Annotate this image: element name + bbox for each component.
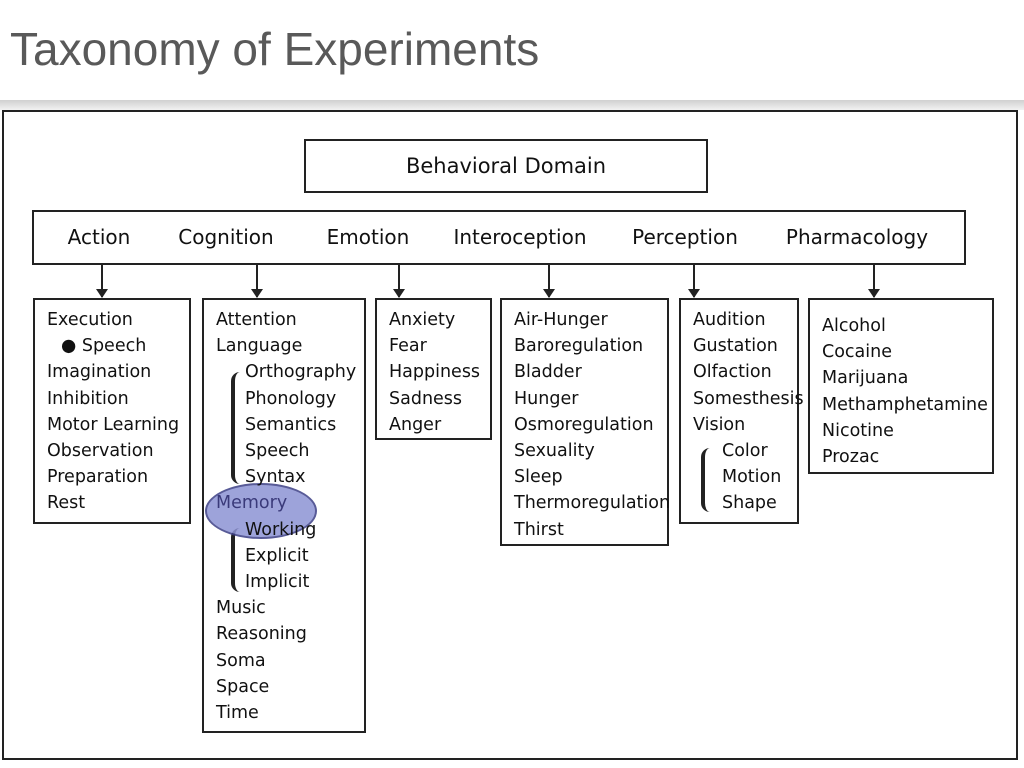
action-item: Execution	[47, 310, 133, 330]
category-bar	[32, 210, 966, 265]
cognition-item: Time	[216, 703, 259, 724]
perception-item: Gustation	[693, 336, 778, 357]
pharmacology-item: Nicotine	[822, 420, 894, 441]
perception-item: Olfaction	[693, 362, 772, 383]
pharmacology-item: Methamphetamine	[822, 394, 988, 415]
pharmacology-item: Marijuana	[822, 368, 909, 389]
cognition-subitem: Phonology	[245, 388, 337, 409]
action-item: Motor Learning	[47, 414, 180, 435]
memory-highlight	[205, 483, 317, 539]
root-node-behavioral-domain: Behavioral Domain	[304, 139, 708, 193]
perception-item: Somesthesis	[693, 388, 804, 409]
language-brace-icon	[231, 372, 244, 484]
emotion-item: Happiness	[389, 362, 481, 383]
arrow-perception	[688, 265, 700, 298]
cognition-item: Space	[216, 676, 270, 697]
cognition-subitem: Implicit	[245, 572, 310, 593]
pharmacology-item: Cocaine	[822, 342, 892, 363]
perception-subitem: Color	[722, 441, 768, 462]
action-item: Observation	[47, 441, 154, 462]
perception-subitem: Motion	[722, 467, 782, 488]
cognition-item: Music	[216, 598, 266, 619]
slide-title: Taxonomy of Experiments	[10, 23, 540, 75]
interoception-item: Thirst	[514, 519, 564, 540]
interoception-item: Thermoregulation	[514, 493, 671, 514]
category-pharmacology: Pharmacology	[785, 225, 929, 249]
perception-item: Audition	[693, 310, 766, 330]
action-item: Inhibition	[47, 388, 129, 409]
perception-subitem: Shape	[722, 493, 777, 514]
interoception-item: Osmoregulation	[514, 414, 654, 435]
interoception-item: Bladder	[514, 362, 582, 383]
cognition-item: Language	[216, 336, 303, 357]
pharmacology-box: Alcohol Cocaine Marijuana Methamphetamin…	[808, 298, 994, 474]
pharmacology-item: Prozac	[822, 447, 880, 468]
cognition-subitem: Syntax	[245, 467, 306, 488]
action-item: Preparation	[47, 467, 149, 488]
title-divider	[0, 100, 1024, 110]
emotion-item: Sadness	[389, 388, 463, 409]
interoception-item: Sleep	[514, 467, 563, 488]
perception-item: Vision	[693, 414, 746, 435]
cognition-subitem: Speech	[245, 441, 310, 462]
category-cognition: Cognition	[178, 225, 274, 249]
action-subitem-label: Speech	[81, 336, 147, 357]
interoception-item: Air-Hunger	[514, 310, 608, 330]
arrow-emotion	[393, 265, 405, 298]
cognition-subitem: Orthography	[245, 362, 357, 383]
interoception-item: Baroregulation	[514, 336, 644, 357]
bullet-icon: ●	[61, 336, 82, 357]
vision-brace-icon	[701, 448, 714, 512]
cognition-box: Attention Language Orthography Phonology…	[202, 298, 366, 733]
cognition-item: Attention	[216, 310, 297, 330]
arrow-interoception	[543, 265, 555, 298]
arrow-pharmacology	[868, 265, 880, 298]
action-subitem: ● Speech	[47, 333, 189, 359]
action-item: Rest	[47, 493, 86, 514]
action-item: Imagination	[47, 362, 152, 383]
cognition-subitem: Semantics	[245, 414, 337, 435]
interoception-box: Air-Hunger Baroregulation Bladder Hunger…	[500, 298, 671, 546]
cognition-item: Reasoning	[216, 624, 307, 645]
interoception-item: Hunger	[514, 388, 579, 409]
cognition-item: Soma	[216, 650, 266, 671]
category-perception: Perception	[632, 225, 738, 249]
cognition-subitem: Explicit	[245, 545, 309, 566]
category-action: Action	[67, 225, 131, 249]
emotion-item: Anxiety	[389, 310, 456, 330]
cognition-subitem: Working	[245, 519, 317, 540]
emotion-item: Fear	[389, 336, 427, 357]
emotion-item: Anger	[389, 414, 442, 435]
emotion-box: Anxiety Fear Happiness Sadness Anger	[375, 298, 492, 440]
arrow-cognition	[251, 265, 263, 298]
action-box: Execution ● Speech Imagination Inhibitio…	[33, 298, 191, 524]
category-interoception: Interoception	[453, 225, 587, 249]
arrow-action	[96, 265, 108, 298]
category-emotion: Emotion	[326, 225, 410, 249]
memory-brace-icon	[231, 528, 244, 592]
cognition-item-highlighted: Memory	[216, 493, 288, 514]
perception-box: Audition Gustation Olfaction Somesthesis…	[679, 298, 804, 524]
interoception-item: Sexuality	[514, 441, 595, 462]
pharmacology-item: Alcohol	[822, 316, 886, 336]
